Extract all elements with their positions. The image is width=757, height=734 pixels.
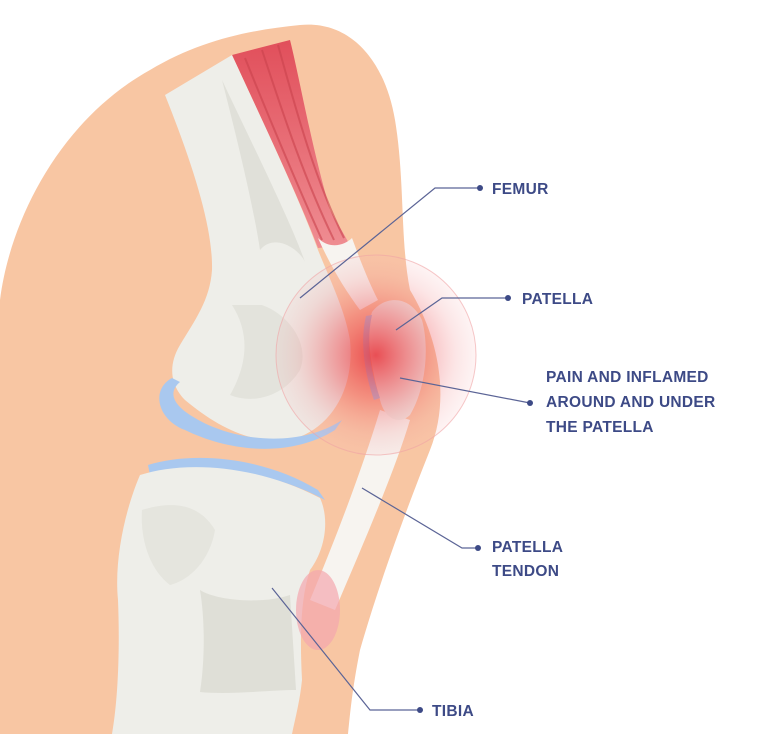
tibia-label: TIBIA (432, 703, 474, 720)
inflammation-zone (276, 255, 476, 455)
pain-label-line-1: PAIN AND INFLAMED (546, 369, 709, 386)
fibula-shading (200, 590, 296, 693)
tendon-label-line-2: TENDON (492, 563, 559, 580)
patella-leader-dot (505, 295, 511, 301)
pain-label-line-3: THE PATELLA (546, 419, 654, 436)
tendon-label-line-1: PATELLA (492, 539, 563, 556)
pain-label-line-2: AROUND AND UNDER (546, 394, 716, 411)
femur-leader-dot (477, 185, 483, 191)
femur-label: FEMUR (492, 181, 549, 198)
tendon-insertion (296, 570, 340, 650)
pain-leader-dot (527, 400, 533, 406)
patella-label: PATELLA (522, 291, 593, 308)
tendon-leader-dot (475, 545, 481, 551)
tibia-leader-dot (417, 707, 423, 713)
